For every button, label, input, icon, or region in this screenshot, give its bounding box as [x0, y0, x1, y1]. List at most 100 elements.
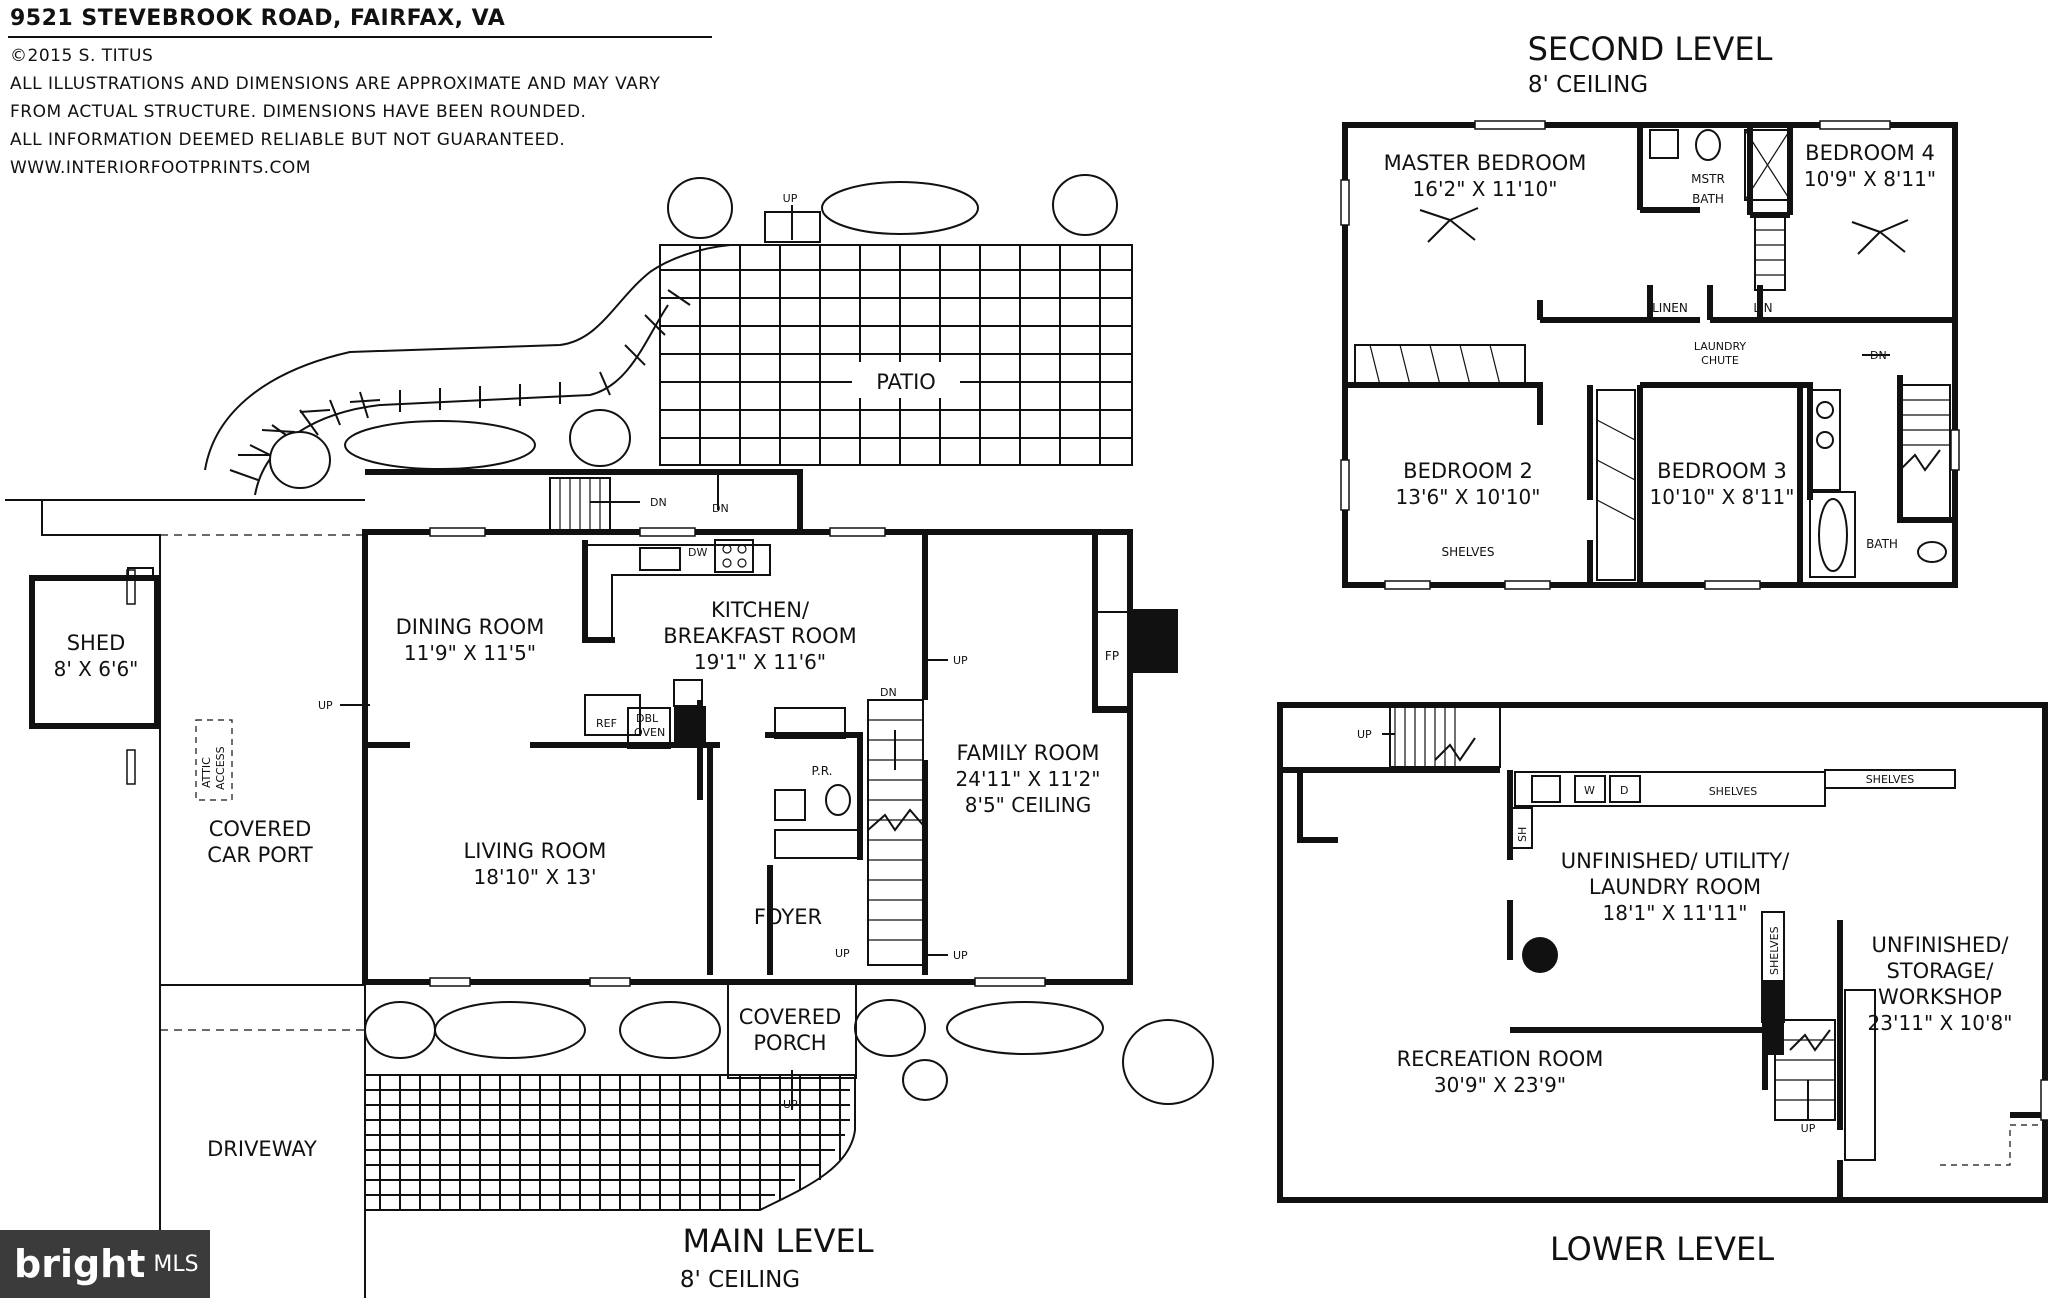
kitchen-counters: DW REF DBL OVEN	[584, 539, 846, 749]
copyright-text: ©2015 S. TITUS	[10, 46, 154, 66]
fireplace: FP	[1094, 610, 1175, 708]
storage-dims: 23'11" X 10'8"	[1868, 1011, 2013, 1035]
dining-room-label: DINING ROOM	[396, 615, 545, 639]
foyer-label: FOYER	[754, 905, 822, 929]
linen-label: LINEN	[1652, 301, 1688, 315]
patio: PATIO	[659, 244, 1133, 466]
utility-dims: 18'1" X 11'11"	[1603, 901, 1748, 925]
attic-label-2: ACCESS	[214, 746, 227, 790]
main-windows	[126, 527, 1046, 987]
second-level-walls	[1342, 122, 1958, 588]
utility-label-2: LAUNDRY ROOM	[1589, 875, 1761, 899]
powder-room-fixtures	[774, 784, 861, 859]
title-underline	[8, 36, 712, 38]
driveway-label: DRIVEWAY	[207, 1137, 317, 1161]
family-room-label: FAMILY ROOM	[956, 741, 1099, 765]
mstr-bath-label-1: MSTR	[1691, 172, 1725, 186]
bedroom3-label: BEDROOM 3	[1657, 459, 1787, 483]
lower-up-label: UP	[1357, 728, 1372, 741]
second-dn-label: DN	[1870, 349, 1887, 362]
watermark-brand: bright	[14, 1242, 146, 1286]
dining-room-dims: 11'9" X 11'5"	[404, 641, 536, 665]
main-level-title: MAIN LEVEL	[682, 1222, 873, 1260]
family-room-ceiling: 8'5" CEILING	[965, 793, 1092, 817]
dishwasher-label: DW	[688, 546, 707, 559]
disclaimer-line-1: ALL ILLUSTRATIONS AND DIMENSIONS ARE APP…	[10, 74, 661, 94]
second-room-labels: MASTER BEDROOM 16'2" X 11'10" MSTR BATH …	[1384, 141, 1936, 559]
bath-label: BATH	[1866, 537, 1898, 551]
storage-label-2: STORAGE/	[1886, 959, 1994, 983]
carport-up-label: UP	[318, 699, 333, 712]
attic-label-1: ATTIC	[200, 757, 213, 788]
ref-label: REF	[596, 717, 617, 730]
website-link[interactable]: WWW.INTERIORFOOTPRINTS.COM	[10, 158, 311, 178]
lower-fixtures: UP W D SHELVES SHELVES SH SHELVES UP	[1357, 706, 2048, 1166]
laundry-chute-label-1: LAUNDRY	[1694, 340, 1747, 353]
water-heater	[1522, 937, 1558, 973]
rear-stairs: DN DN	[549, 470, 729, 531]
utility-label-1: UNFINISHED/ UTILITY/	[1561, 849, 1791, 873]
mstr-bath-label-2: BATH	[1692, 192, 1724, 206]
lower-stairs-up-label: UP	[1801, 1122, 1816, 1135]
porch-up-label: UP	[783, 1098, 798, 1111]
lin-label: LIN	[1753, 301, 1772, 315]
storage-label-3: WORKSHOP	[1878, 985, 2002, 1009]
main-level: PATIO UP	[5, 174, 1214, 1298]
shrubs	[269, 174, 1214, 1105]
storage-label-1: UNFINISHED/	[1872, 933, 2010, 957]
mls-watermark: bright MLS	[0, 1230, 210, 1298]
shelves-vertical-label: SHELVES	[1768, 926, 1781, 975]
dryer-label: D	[1620, 784, 1628, 797]
sh-label: SH	[1516, 827, 1529, 842]
porch-label-1: COVERED	[739, 1005, 842, 1029]
property-address: 9521 STEVEBROOK ROAD, FAIRFAX, VA	[10, 6, 506, 31]
washer-label: W	[1584, 784, 1595, 797]
carport-area	[5, 499, 366, 1298]
second-fixtures	[1340, 120, 1960, 590]
shed-walls	[29, 575, 160, 729]
bedroom2-label: BEDROOM 2	[1403, 459, 1533, 483]
carport-label-1: COVERED	[209, 817, 312, 841]
bedroom3-dims: 10'10" X 8'11"	[1650, 485, 1795, 509]
oven-label-1: DBL	[636, 712, 659, 725]
family-room-dims: 24'11" X 11'2"	[956, 767, 1101, 791]
living-room-label: LIVING ROOM	[464, 839, 607, 863]
lower-level-title: LOWER LEVEL	[1550, 1230, 1774, 1268]
main-level-ceiling: 8' CEILING	[680, 1267, 800, 1293]
bedroom4-dims: 10'9" X 8'11"	[1804, 167, 1936, 191]
front-porch	[364, 981, 857, 1211]
carport-label-2: CAR PORT	[207, 843, 313, 867]
main-arrows: UP UP UP UP UP	[318, 654, 968, 1111]
bedroom2-dims: 13'6" X 10'10"	[1396, 485, 1541, 509]
disclaimer-line-2: FROM ACTUAL STRUCTURE. DIMENSIONS HAVE B…	[10, 102, 587, 122]
living-room-dims: 18'10" X 13'	[474, 865, 597, 889]
rear-entry-dn-label: DN	[712, 502, 729, 515]
oven-label-2: OVEN	[634, 726, 665, 739]
second-level-ceiling: 8' CEILING	[1528, 72, 1648, 98]
lower-room-labels: UNFINISHED/ UTILITY/ LAUNDRY ROOM 18'1" …	[1397, 849, 2013, 1097]
powder-room-label: P.R.	[812, 764, 833, 778]
shelves-label: SHELVES	[1442, 545, 1495, 559]
recreation-room-dims: 30'9" X 23'9"	[1434, 1073, 1566, 1097]
family-lower-up-label: UP	[953, 949, 968, 962]
ceiling-fan-master	[1419, 207, 1479, 243]
recreation-room-label: RECREATION ROOM	[1397, 1047, 1604, 1071]
shelves-right-label: SHELVES	[1866, 773, 1915, 786]
shed-dims: 8' X 6'6"	[54, 657, 139, 681]
rear-stairs-dn-label: DN	[650, 496, 667, 509]
porch-label-2: PORCH	[753, 1031, 826, 1055]
second-level-title: SECOND LEVEL	[1528, 30, 1773, 68]
kitchen-label-1: KITCHEN/	[711, 598, 810, 622]
master-bedroom-dims: 16'2" X 11'10"	[1413, 177, 1558, 201]
foyer-up-label: UP	[835, 947, 850, 960]
watermark-mls: MLS	[153, 1251, 199, 1277]
family-up-label: UP	[953, 654, 968, 667]
fireplace-label: FP	[1105, 649, 1119, 663]
master-bedroom-label: MASTER BEDROOM	[1384, 151, 1587, 175]
disclaimer-line-3: ALL INFORMATION DEEMED RELIABLE BUT NOT …	[10, 130, 566, 150]
lower-level: UP W D SHELVES SHELVES SH SHELVES UP	[1277, 702, 2048, 1268]
main-stairs-dn-label: DN	[880, 686, 897, 699]
laundry-chute-label-2: CHUTE	[1701, 354, 1739, 367]
patio-label: PATIO	[876, 370, 936, 394]
